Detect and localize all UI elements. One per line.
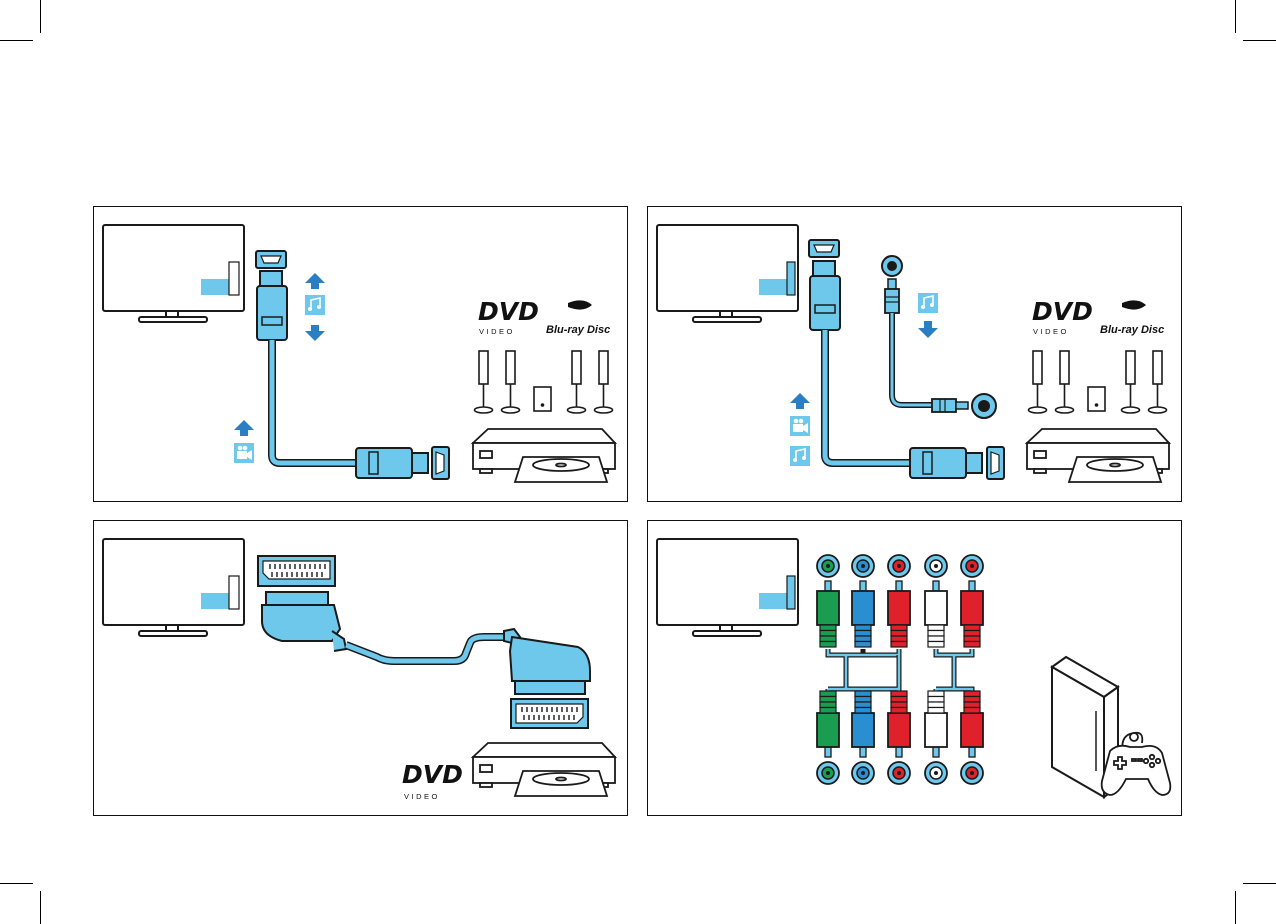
dvd-logo: DVD — [402, 760, 463, 789]
rca-jack-icon — [817, 555, 839, 577]
rca-plug-icon — [961, 691, 983, 757]
bluray-logo: Blu-ray Disc — [1100, 324, 1164, 336]
crop-mark — [0, 40, 33, 41]
rca-plug-icon — [852, 691, 874, 757]
scart-connection-panel: DVD VIDEO — [93, 520, 628, 816]
arrow-up-icon — [305, 273, 325, 289]
audio-note-icon — [790, 446, 810, 466]
dvd-logo-sub: VIDEO — [404, 792, 440, 801]
hdmi-port-icon — [256, 251, 286, 268]
arrow-up-icon — [790, 393, 810, 409]
rca-jack-icon — [925, 762, 947, 784]
rca-plug-icon — [852, 581, 874, 647]
rca-plug-icon — [817, 691, 839, 757]
dvd-logo-sub: VIDEO — [479, 327, 515, 336]
tv-icon — [103, 539, 244, 636]
dvd-logo: DVD — [478, 297, 539, 326]
hdmi-port-icon — [987, 447, 1004, 479]
crop-mark — [0, 883, 33, 884]
crop-mark — [1243, 883, 1276, 884]
crop-mark — [40, 0, 41, 33]
bluray-disc-icon — [1122, 300, 1146, 309]
disc-player-icon — [473, 743, 615, 796]
arrow-down-icon — [918, 321, 938, 338]
disc-player-icon — [1027, 429, 1169, 482]
rca-plug-icon — [817, 581, 839, 647]
rca-jack-icon — [925, 555, 947, 577]
video-camera-icon — [790, 416, 810, 436]
tv-icon — [103, 225, 244, 322]
tv-icon — [657, 539, 798, 636]
hdmi-plug-icon — [910, 448, 982, 478]
rca-jack-icon — [852, 555, 874, 577]
hdmi-port-icon — [432, 447, 449, 479]
dvd-logo: DVD — [1032, 297, 1093, 326]
crop-mark — [1235, 891, 1236, 924]
hdmi-port-icon — [809, 240, 839, 257]
audio-note-icon — [305, 295, 325, 315]
disc-player-icon — [473, 429, 615, 482]
bluray-disc-icon — [568, 300, 592, 309]
hdmi-plug-icon — [356, 448, 428, 478]
hdmi-plug-icon — [810, 261, 840, 330]
dvd-logo-sub: VIDEO — [1033, 327, 1069, 336]
rca-plug-icon — [888, 581, 910, 647]
hdmi-plug-icon — [257, 271, 287, 340]
rca-jack-icon — [888, 555, 910, 577]
hdmi-arc-connection-panel: DVD VIDEO Blu-ray Disc — [647, 206, 1182, 502]
scart-port-icon — [258, 556, 335, 586]
optical-audio-jack-icon — [932, 394, 996, 418]
scart-plug-icon — [504, 629, 590, 694]
bluray-logo: Blu-ray Disc — [546, 324, 610, 336]
rca-jack-icon — [817, 762, 839, 784]
scart-port-icon — [511, 699, 588, 728]
rca-plug-icon — [925, 691, 947, 757]
rca-plug-icon — [961, 581, 983, 647]
scart-plug-icon — [262, 592, 346, 651]
component-connection-panel — [647, 520, 1182, 816]
crop-mark — [1235, 0, 1236, 33]
rca-jack-icon — [852, 762, 874, 784]
crop-mark — [40, 891, 41, 924]
video-camera-icon — [234, 443, 254, 463]
crop-mark — [1243, 40, 1276, 41]
rca-jack-icon — [961, 762, 983, 784]
tv-icon — [657, 225, 798, 322]
speaker-system-icon — [1029, 351, 1167, 413]
rca-plug-icon — [888, 691, 910, 757]
arrow-up-icon — [234, 420, 254, 436]
rca-jack-icon — [888, 762, 910, 784]
rca-plug-icon — [925, 581, 947, 647]
rca-jack-icon — [961, 555, 983, 577]
arrow-down-icon — [305, 325, 325, 341]
optical-audio-jack-icon — [882, 256, 902, 313]
hdmi-connection-panel: DVD VIDEO Blu-ray Disc — [93, 206, 628, 502]
audio-note-icon — [918, 293, 938, 313]
speaker-system-icon — [475, 351, 613, 413]
